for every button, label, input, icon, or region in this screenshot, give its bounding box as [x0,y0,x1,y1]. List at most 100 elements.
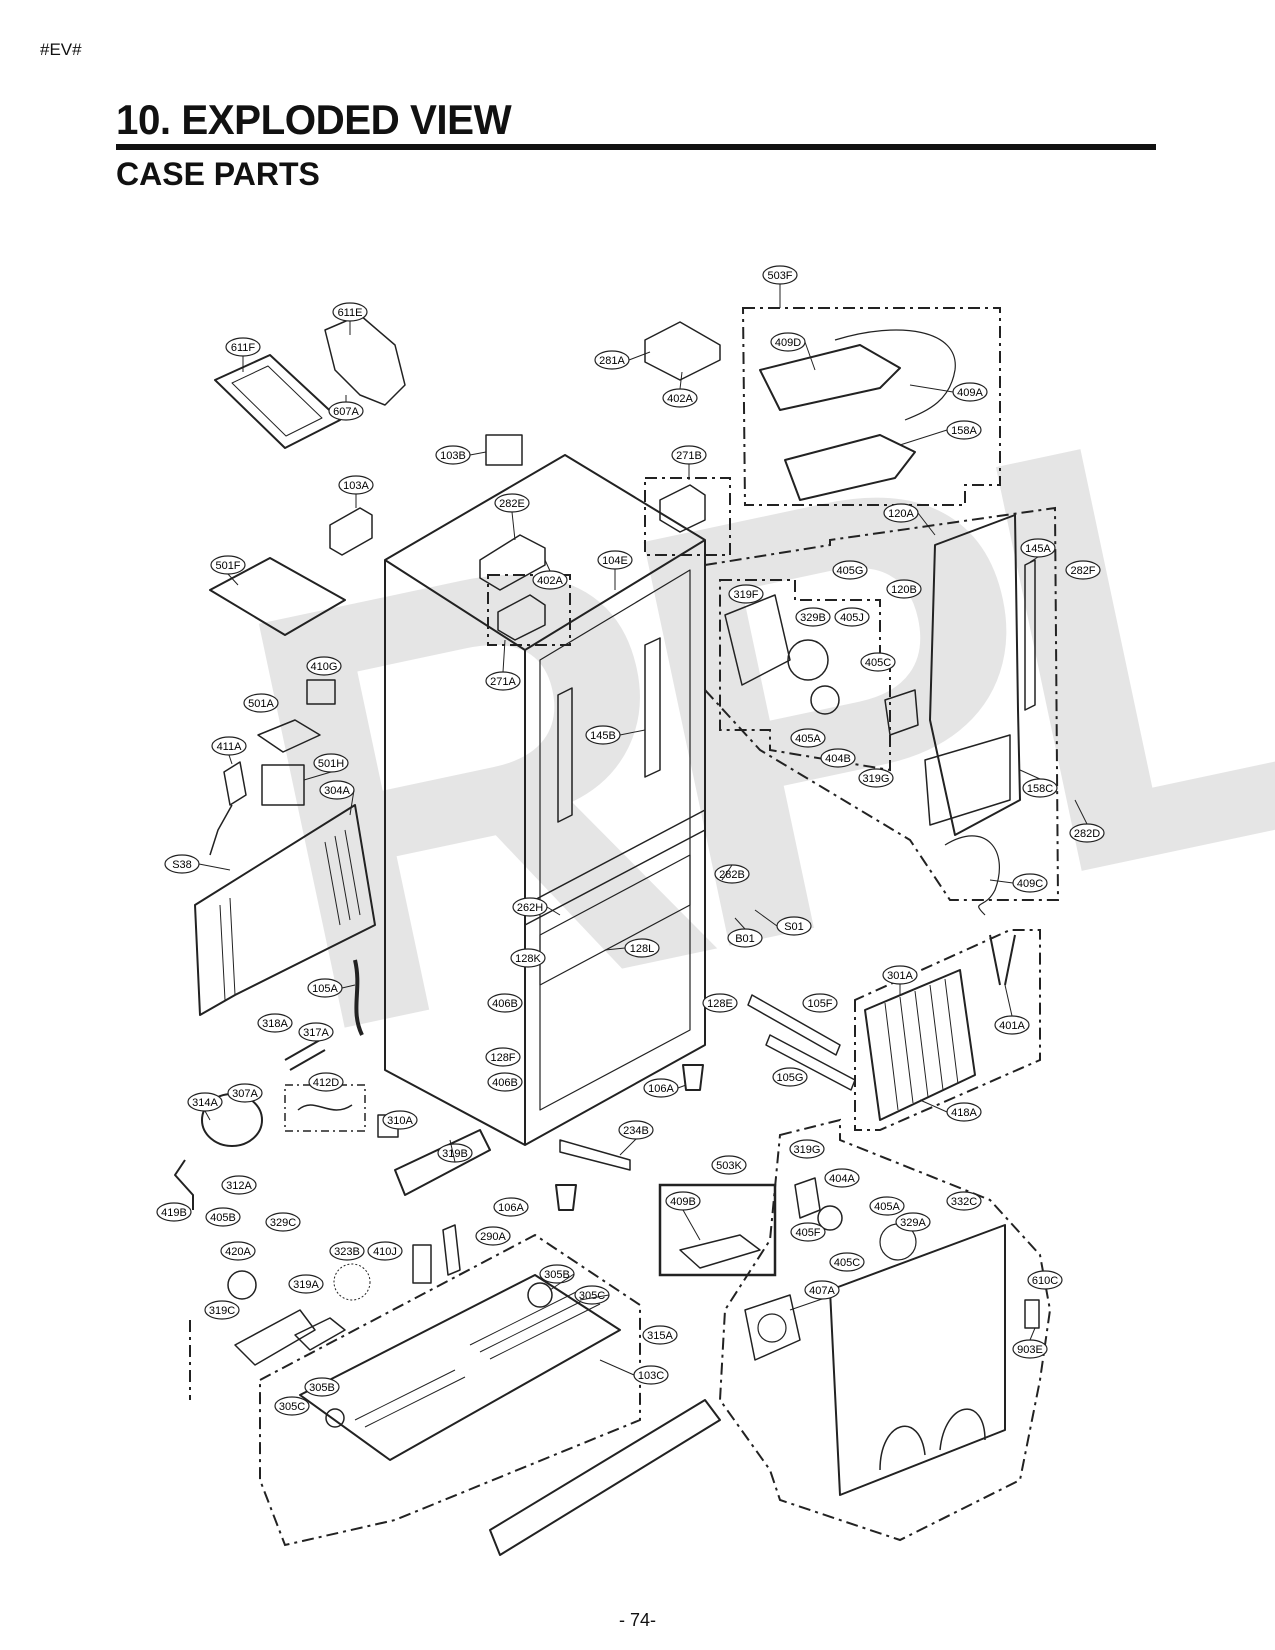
part-label: 501F [210,555,246,575]
back-panel-304A [194,804,376,1016]
part-label: 410G [306,656,342,676]
crisper-area [539,854,691,1111]
svg-text:405J: 405J [840,612,864,624]
svg-text:S38: S38 [172,859,192,871]
part-label: 405G [832,560,868,580]
part-label: B01 [727,928,763,948]
part-label: 610C [1027,1270,1063,1290]
part-label: 402A [662,388,698,408]
motor-611E [324,314,406,406]
svg-text:610C: 610C [1032,1275,1058,1287]
part-label: 304A [319,780,355,800]
part-label: 128L [624,938,660,958]
svg-text:406B: 406B [492,1077,518,1089]
svg-text:307A: 307A [232,1088,258,1100]
cabinet-front-edge [384,539,706,1145]
part-label: 501A [243,693,279,713]
pipe-419B [174,1159,194,1210]
svg-text:103B: 103B [440,450,466,462]
svg-text:405G: 405G [837,565,864,577]
svg-text:420A: 420A [225,1246,251,1258]
wire-409A [834,329,956,421]
svg-text:106A: 106A [498,1202,524,1214]
svg-text:607A: 607A [333,406,359,418]
svg-text:418A: 418A [951,1107,977,1119]
part-label: 418A [946,1102,982,1122]
svg-text:319C: 319C [209,1305,235,1317]
svg-text:329C: 329C [270,1217,296,1229]
svg-text:409A: 409A [957,387,983,399]
svg-text:405C: 405C [834,1257,860,1269]
part-label: 234B [618,1120,654,1140]
part-label: 106A [493,1197,529,1217]
part-label: 145A [1020,538,1056,558]
svg-text:282E: 282E [499,498,525,510]
svg-text:S01: S01 [784,921,804,933]
part-label: 406B [487,993,523,1013]
svg-text:282B: 282B [719,869,745,881]
svg-text:105A: 105A [312,983,338,995]
part-label: 120A [883,503,919,523]
part-label: 903E [1012,1339,1048,1359]
part-label: 611E [332,302,368,322]
part-label: 301A [882,965,918,985]
svg-text:305C: 305C [279,1401,305,1413]
svg-text:503F: 503F [767,270,792,282]
part-label: 305C [574,1285,610,1305]
part-label: 128F [485,1047,521,1067]
part-label: 405C [860,652,896,672]
part-label: 319G [858,768,894,788]
svg-text:410G: 410G [311,661,338,673]
svg-text:317A: 317A [303,1027,329,1039]
wire-409C [944,835,1000,916]
document-code: #EV# [40,40,82,59]
svg-text:501A: 501A [248,698,274,710]
cover-409D [759,344,901,411]
part-label: 319C [204,1300,240,1320]
part-label: 319A [288,1274,324,1294]
svg-text:405A: 405A [795,733,821,745]
svg-text:106A: 106A [648,1083,674,1095]
part-label: 405F [790,1222,826,1242]
svg-text:158C: 158C [1027,783,1053,795]
svg-text:128K: 128K [515,953,541,965]
part-410J [412,1244,432,1284]
part-label: 158C [1022,778,1058,798]
part-label: 312A [221,1175,257,1195]
part-label: 105A [307,978,343,998]
part-label: 290A [475,1226,511,1246]
grommet-305B-lower [325,1408,345,1428]
part-label: 404A [824,1168,860,1188]
part-420A [227,1270,257,1300]
svg-text:323B: 323B [334,1246,360,1258]
section-subtitle: CASE PARTS [116,156,320,192]
svg-text:282D: 282D [1074,828,1100,840]
svg-text:158A: 158A [951,425,977,437]
part-label: 271A [485,671,521,691]
cover-332C-handles [879,1408,986,1471]
svg-text:501H: 501H [318,758,344,770]
svg-text:410J: 410J [373,1246,397,1258]
svg-text:409D: 409D [775,337,801,349]
svg-text:262H: 262H [517,902,543,914]
part-label: 405J [834,607,870,627]
svg-text:271B: 271B [676,450,702,462]
svg-text:611F: 611F [231,342,256,354]
svg-text:319A: 319A [293,1279,319,1291]
evaporator-fins [884,978,959,1111]
svg-text:319F: 319F [733,589,758,601]
svg-text:319B: 319B [442,1148,468,1160]
part-label: 405C [829,1252,865,1272]
part-label: 611F [225,337,261,357]
motor-404A [817,1205,843,1231]
part-label: 307A [227,1083,263,1103]
cover-281A [644,321,721,381]
brush-323B [333,1263,371,1301]
plug-411A [209,761,247,856]
base-front-103C [489,1399,721,1556]
board-501A [257,719,321,753]
part-label: 282D [1069,823,1105,843]
svg-text:903E: 903E [1017,1344,1043,1356]
part-label: 317A [298,1022,334,1042]
svg-text:282F: 282F [1070,565,1095,577]
